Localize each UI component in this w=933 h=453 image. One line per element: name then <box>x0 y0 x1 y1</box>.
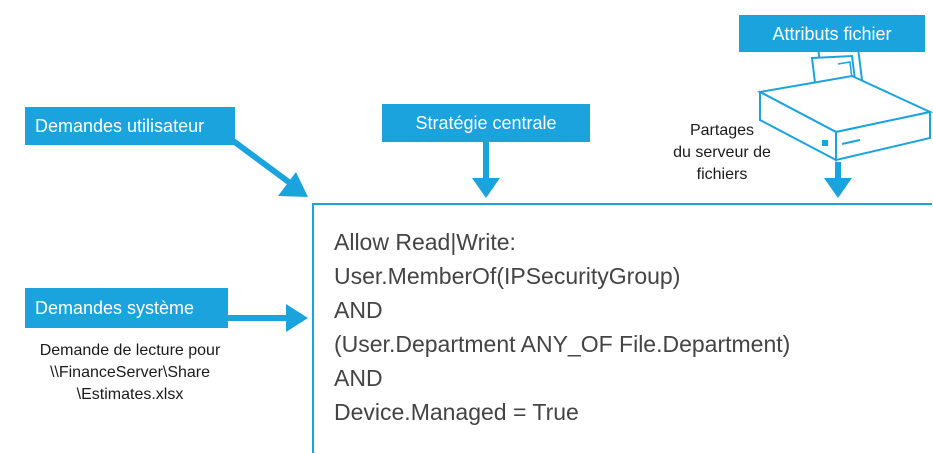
access-request-note: Demande de lecture pour \\FinanceServer\… <box>5 340 255 406</box>
user-claims-label: Demandes utilisateur <box>25 107 235 145</box>
arrow-central-policy <box>472 142 500 198</box>
share-note-line: du serveur de <box>673 144 771 161</box>
rule-line: AND <box>334 365 383 391</box>
request-note-line: Demande de lecture pour <box>39 342 221 359</box>
arrow-system-claims <box>228 304 308 332</box>
arrow-file-server <box>824 162 852 198</box>
central-policy-label: Stratégie centrale <box>382 104 590 142</box>
file-server-share-note: Partages du serveur de fichiers <box>652 120 792 186</box>
file-attributes-label: Attributs fichier <box>739 15 925 52</box>
file-server-icon <box>756 44 933 162</box>
system-claims-label: Demandes système <box>25 288 228 328</box>
share-note-line: Partages <box>689 122 755 139</box>
rule-line: User.MemberOf(IPSecurityGroup) <box>334 263 681 289</box>
rule-line: Device.Managed = True <box>334 399 579 425</box>
access-rule-box: Allow Read|Write: User.MemberOf(IPSecuri… <box>312 203 932 453</box>
rule-line: Allow Read|Write: <box>334 229 516 255</box>
rule-line: (User.Department ANY_OF File.Department) <box>334 331 791 357</box>
request-note-line: \Estimates.xlsx <box>76 386 184 403</box>
rule-line: AND <box>334 297 383 323</box>
arrow-user-claims <box>230 137 308 197</box>
share-note-line: fichiers <box>696 166 748 183</box>
request-note-line: \\FinanceServer\Share <box>49 364 211 381</box>
